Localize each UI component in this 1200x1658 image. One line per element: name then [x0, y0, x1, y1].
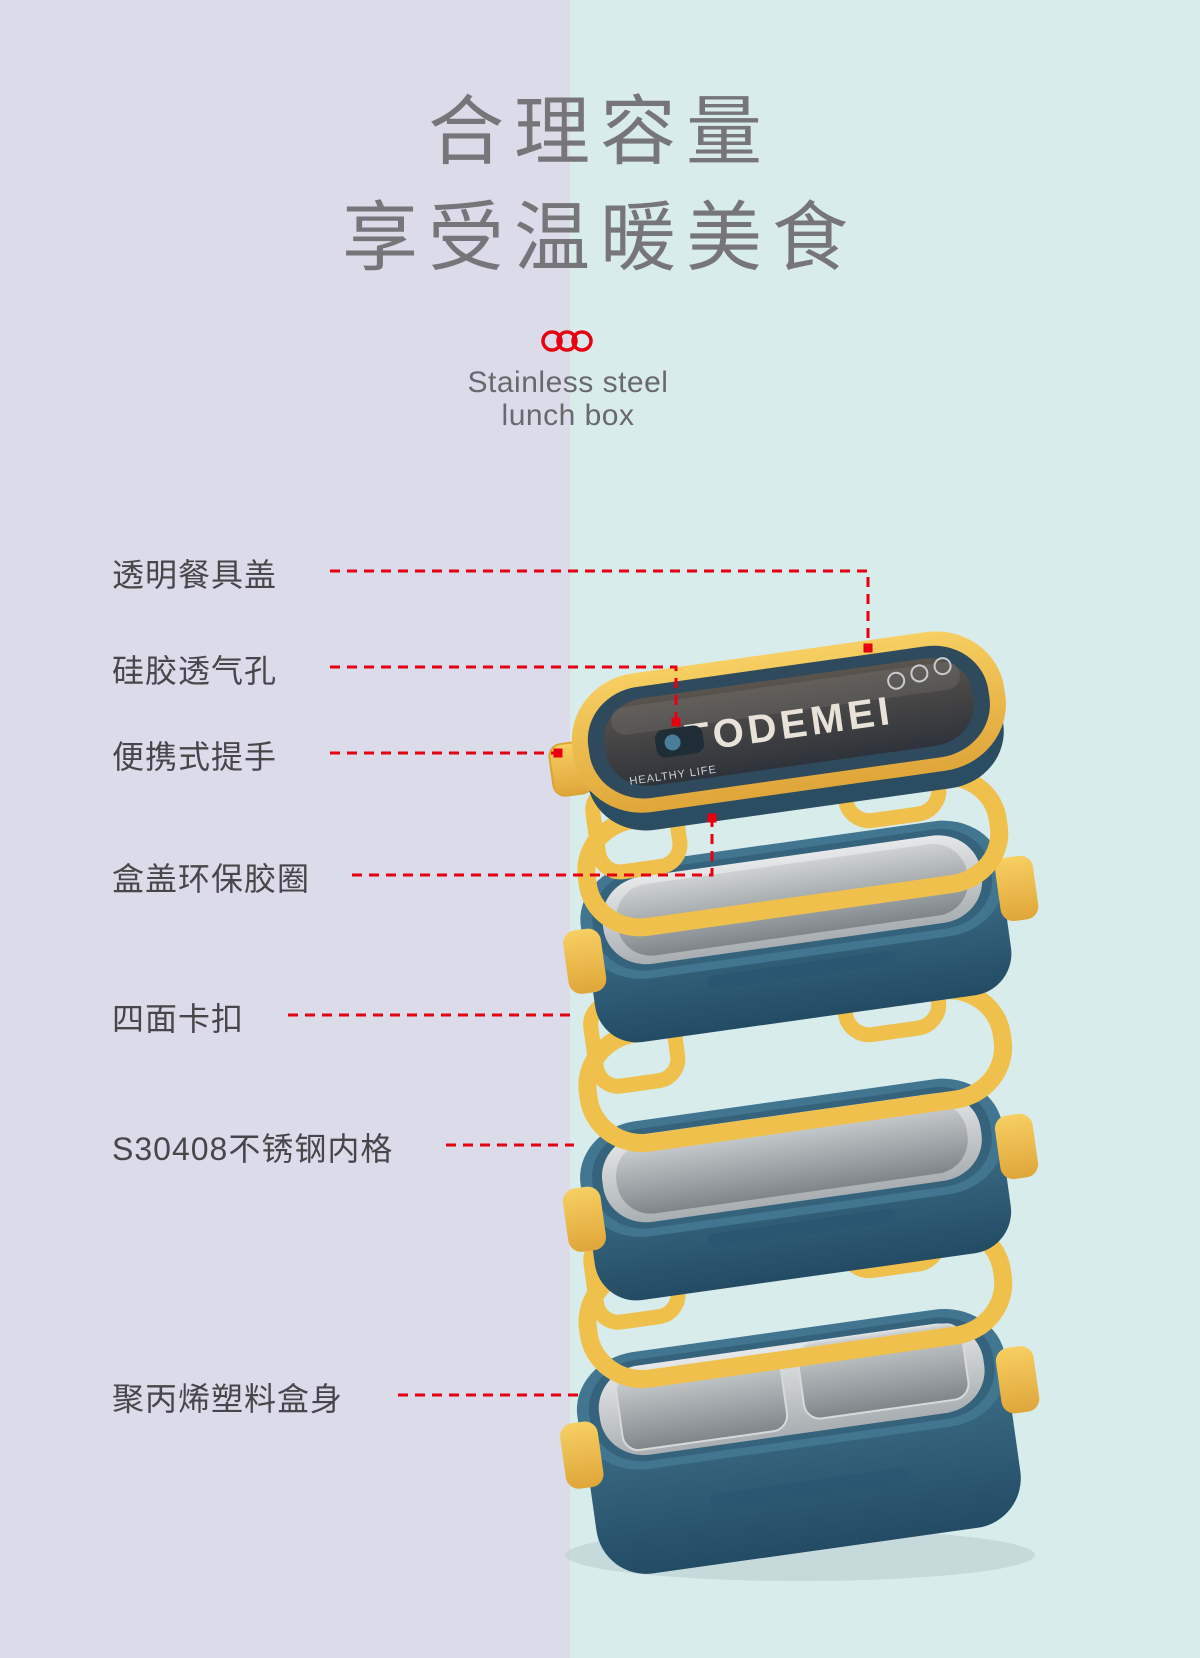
middle-box-right-clasp	[994, 1113, 1039, 1180]
background-left-panel	[0, 0, 570, 1658]
leader-line-endpoints	[553, 643, 873, 823]
callout-silicone-vent-label: 硅胶透气孔	[112, 653, 278, 689]
middle-box-layer	[562, 1078, 1039, 1301]
brand-logo-icon	[541, 330, 593, 352]
lid-feature-icon	[910, 664, 929, 683]
lid-feature-icon	[887, 671, 906, 690]
callout-leader-lines	[288, 569, 870, 1397]
middle-box-left-clasp	[562, 1186, 607, 1252]
upper-box-left-clasp	[563, 928, 607, 994]
callout-four-side-clasp-label: 四面卡扣	[112, 1001, 245, 1037]
callout-transparent-lid-label: 透明餐具盖	[112, 557, 278, 593]
callout-plastic-body-label: 聚丙烯塑料盒身	[112, 1381, 344, 1417]
page-title-line2: 享受温暖美食	[342, 196, 858, 281]
upper-box-right-clasp	[995, 855, 1039, 922]
leader-line-lid	[330, 569, 870, 648]
lid-transparent-window	[603, 658, 974, 786]
leader-line-vent	[330, 665, 678, 722]
bottom-box-right-clasp	[995, 1346, 1040, 1414]
lid-layer: TODEMEI HEALTHY LIFE	[548, 631, 1006, 831]
lid-feature-icon	[933, 657, 952, 676]
leader-line-gasket	[352, 818, 714, 877]
page-title-line1: 合理容量	[428, 90, 772, 175]
callout-lid-gasket-label: 盒盖环保胶圈	[112, 861, 311, 897]
subtitle-line1: Stainless steel	[467, 366, 669, 399]
bottom-box-left-clasp	[560, 1421, 604, 1489]
callout-portable-handle-label: 便携式提手	[112, 739, 278, 775]
callout-stainless-insert-label: S30408不锈钢内格	[112, 1131, 394, 1167]
subtitle-line2: lunch box	[501, 399, 635, 432]
